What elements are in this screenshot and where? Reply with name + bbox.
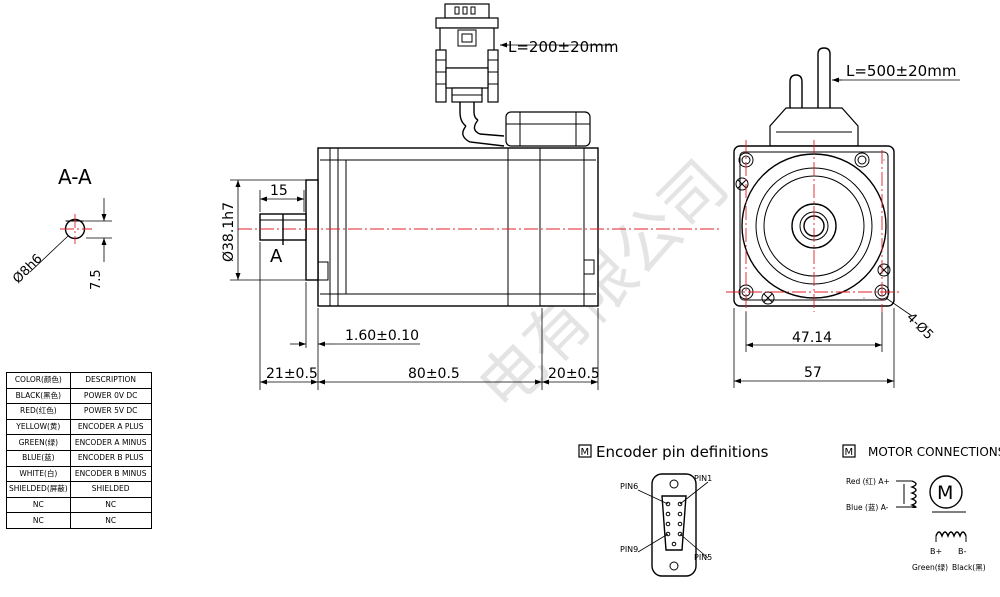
wire-color-table: COLOR(颜色) DESCRIPTION BLACK(黑色) POWER 0V… <box>6 372 152 529</box>
table-cell: POWER 5V DC <box>69 403 152 420</box>
flat-depth-label: 7.5 <box>89 269 104 290</box>
table-cell: ENCODER B PLUS <box>69 449 152 467</box>
section-mark-a: A <box>270 246 283 267</box>
shaft-dia-label: Ø8h6 <box>10 251 45 286</box>
table-row: YELLOW(黄) ENCODER A PLUS <box>6 418 152 436</box>
table-row: NC NC <box>6 512 152 529</box>
table-cell: SHIELDED(屏蔽) <box>6 481 71 498</box>
table-row: SHIELDED(屏蔽) SHIELDED <box>6 481 152 498</box>
encoder-pin-definitions: M Encoder pin definitions PIN6 PIN1 PIN9… <box>578 443 769 577</box>
flange-thickness-label: 1.60±0.10 <box>345 328 419 344</box>
table-row: BLUE(蓝) ENCODER B PLUS <box>6 449 152 467</box>
dim-shaft-label: 21±0.5 <box>266 366 318 382</box>
table-cell: YELLOW(黄) <box>6 418 71 436</box>
table-cell: WHITE(白) <box>6 465 71 483</box>
encoder-pin-title: Encoder pin definitions <box>596 443 769 461</box>
motor-connections: M MOTOR CONNECTIONS Red (红) A+ Blue (蓝) … <box>842 444 1000 572</box>
table-header-description: DESCRIPTION <box>69 372 152 389</box>
table-cell: POWER 0V DC <box>69 387 152 405</box>
table-cell: BLACK(黑色) <box>6 387 71 405</box>
motor-badge: M <box>845 447 854 458</box>
hole-spacing-label: 47.14 <box>792 330 832 346</box>
motor-body-outline <box>317 147 599 307</box>
width-label: 57 <box>804 365 822 381</box>
table-cell: ENCODER A MINUS <box>69 434 152 451</box>
table-cell: NC <box>6 496 71 514</box>
motor-symbol-letter: M <box>937 482 953 504</box>
table-cell: NC <box>69 496 152 514</box>
front-view: L=500±20mm 4-Ø5 <box>726 47 960 388</box>
table-cell: ENCODER A PLUS <box>69 418 152 436</box>
bplus-label: B+ <box>930 547 942 556</box>
pin1-label: PIN1 <box>694 474 712 483</box>
table-row: RED(红色) POWER 5V DC <box>6 403 152 420</box>
power-cable-length: L=500±20mm <box>846 62 956 80</box>
red-wire-label: Red (红) A+ <box>846 476 890 486</box>
green-wire-label: Green(绿) <box>912 563 948 572</box>
table-row: BLACK(黑色) POWER 0V DC <box>6 387 152 405</box>
table-row: GREEN(绿) ENCODER A MINUS <box>6 434 152 451</box>
hole-spec-label: 4-Ø5 <box>903 310 936 343</box>
table-cell: GREEN(绿) <box>6 434 71 451</box>
section-title: A-A <box>58 165 92 189</box>
table-cell: SHIELDED <box>69 481 152 498</box>
motor-connection-title: MOTOR CONNECTIONS <box>868 445 1000 459</box>
dim-body-label: 80±0.5 <box>408 366 460 382</box>
motor-symbol <box>929 475 963 509</box>
table-row: WHITE(白) ENCODER B MINUS <box>6 465 152 483</box>
encoder-badge: M <box>581 447 590 458</box>
black-wire-label: Black(黑) <box>952 563 986 572</box>
section-a-a: A-A 7.5 Ø8h6 <box>10 165 112 290</box>
bminus-label: B- <box>958 547 966 556</box>
pin5-label: PIN5 <box>694 553 712 562</box>
side-view: L=200±20mm 15 A Ø3 <box>221 3 720 390</box>
table-cell: ENCODER B MINUS <box>69 465 152 483</box>
pin9-label: PIN9 <box>620 545 638 554</box>
db9-connector-drawing <box>435 3 505 147</box>
table-row: NC NC <box>6 496 152 514</box>
pin6-label: PIN6 <box>620 482 638 491</box>
encoder-cable-length: L=200±20mm <box>508 38 618 56</box>
blue-wire-label: Blue (蓝) A- <box>846 502 889 512</box>
table-cell: NC <box>69 512 152 529</box>
table-cell: NC <box>6 512 71 529</box>
dim-encoder-label: 20±0.5 <box>548 366 600 382</box>
flange-dia-label: Ø38.1h7 <box>221 202 237 262</box>
table-header-color: COLOR(颜色) <box>6 372 71 389</box>
shaft-length-label: 15 <box>270 183 288 199</box>
table-header-row: COLOR(颜色) DESCRIPTION <box>6 372 152 389</box>
table-cell: RED(红色) <box>6 403 71 420</box>
table-cell: BLUE(蓝) <box>6 449 71 467</box>
